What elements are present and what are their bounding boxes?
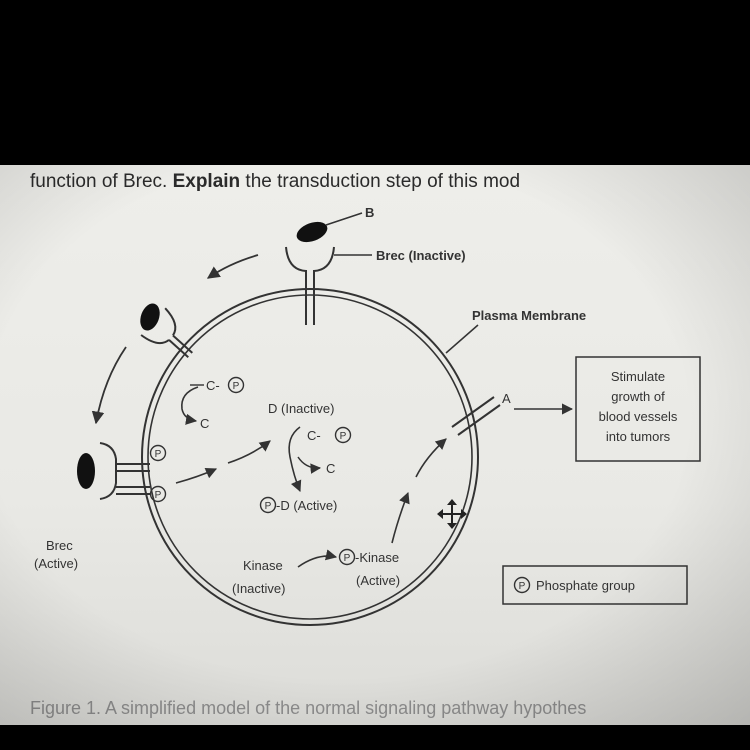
arrow-kinase-to-a-upper	[415, 438, 447, 478]
question-suffix: the transduction step of this mod	[240, 171, 521, 192]
p-kinase-active-label: (Active)	[356, 573, 400, 588]
figure-caption: Figure 1. A simplified model of the norm…	[30, 698, 587, 718]
ligand-b	[296, 221, 328, 243]
c-top-label: C	[200, 416, 209, 431]
bracket-c-top	[181, 386, 199, 425]
move-cursor-icon	[437, 499, 467, 529]
question-text: function of Brec. Explain the transducti…	[30, 171, 520, 193]
phosphate-on-receptor-1: P	[149, 444, 167, 462]
question-bold: Explain	[172, 171, 241, 192]
outcome-line1: Stimulate	[611, 369, 665, 384]
phosphate-symbol-1: P	[155, 449, 162, 460]
phosphate-symbol-5: P	[265, 501, 272, 512]
p-d-active-label: -D (Active)	[276, 498, 337, 513]
arrow-receptor-to-d-lower	[227, 440, 271, 464]
d-inactive-label: D (Inactive)	[268, 401, 334, 416]
p-kinase-label: -Kinase	[355, 550, 399, 565]
outcome-line4: into tumors	[606, 429, 671, 444]
outcome-line2: growth of	[611, 389, 665, 404]
brec-inactive-receptor	[285, 246, 372, 325]
bracket-d	[288, 426, 302, 493]
brec-active-label-line1: Brec	[46, 538, 73, 553]
signal-a-label: A	[502, 391, 511, 406]
plasma-membrane-label: Plasma Membrane	[472, 308, 586, 323]
legend-label: Phosphate group	[536, 578, 635, 593]
phosphate-d-active: P	[259, 496, 277, 514]
brec-active-label-line2: (Active)	[34, 556, 78, 571]
phosphate-kinase: P	[338, 548, 356, 566]
phosphate-c-mid: P	[334, 426, 352, 444]
outcome-line3: blood vessels	[599, 409, 678, 424]
c-mid-label: C	[326, 461, 335, 476]
c-p-top-label: C-	[206, 378, 220, 393]
ligand-b-pointer	[325, 212, 363, 226]
ligand-bound-upper	[140, 303, 160, 331]
cell-membrane	[141, 288, 479, 626]
brec-active-receptor	[99, 442, 150, 500]
kinase-inactive-line1: Kinase	[243, 558, 283, 573]
question-prefix: function of Brec.	[30, 171, 173, 192]
c-p-mid-label: C-	[307, 428, 321, 443]
arrow-inactive-to-binding	[206, 254, 259, 279]
outcome-box	[575, 356, 701, 462]
arrow-kinase-to-a-lower	[391, 491, 410, 544]
photographed-document: function of Brec. Explain the transducti…	[0, 165, 750, 725]
phosphate-on-receptor-2: P	[149, 485, 167, 503]
kinase-inactive-line2: (Inactive)	[232, 581, 285, 596]
arrow-binding-to-active	[91, 346, 127, 425]
arrow-receptor-to-d-upper	[175, 467, 218, 484]
signaling-pathway-diagram: B Brec (Inactive) Plasma Membrane P P	[34, 205, 701, 626]
plasma-membrane-pointer	[445, 324, 479, 354]
legend-phosphate-icon: P	[513, 576, 531, 594]
brec-binding-receptor	[140, 307, 193, 359]
phosphate-symbol-6: P	[344, 553, 351, 564]
legend-phosphate-symbol: P	[519, 581, 526, 592]
ligand-bound-active	[77, 453, 95, 489]
arrow-kinase-activation	[297, 549, 338, 568]
brec-inactive-label: Brec (Inactive)	[376, 248, 466, 263]
phosphate-symbol-2: P	[155, 490, 162, 501]
phosphate-symbol-4: P	[340, 431, 347, 442]
membrane-channel-a	[451, 396, 501, 436]
ligand-b-label: B	[365, 205, 374, 220]
arrow-to-c-mid	[297, 456, 322, 474]
phosphate-symbol-3: P	[233, 381, 240, 392]
legend-box	[502, 565, 688, 605]
phosphate-c-top: P	[227, 376, 245, 394]
